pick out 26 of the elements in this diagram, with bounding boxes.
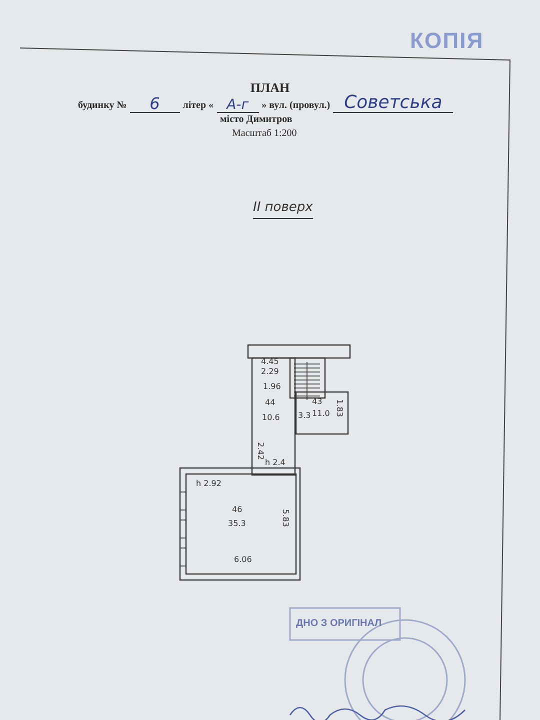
room-measurement: 10.6 (262, 414, 280, 422)
room-measurement: 46 (232, 506, 242, 514)
room-measurement: h 2.4 (265, 459, 286, 467)
room-measurement: 3.3 (298, 412, 311, 420)
form-text: літер « (182, 99, 214, 113)
stamp-text: ДНО З ОРИГІНАЛ (296, 617, 382, 631)
room-measurement: 1.96 (263, 383, 281, 391)
handwritten-entry: 6 (130, 96, 180, 113)
plan-title: ПЛАН (249, 79, 291, 97)
handwritten-entry: А-г (216, 98, 259, 113)
city-text: місто Димитров (220, 113, 292, 127)
handwritten-entry: Советська (333, 94, 454, 113)
room-measurement: 11.0 (312, 410, 330, 418)
room-measurement: 1.83 (334, 399, 343, 417)
room-measurement: 6.06 (234, 556, 252, 564)
form-text: будинку № (78, 99, 127, 113)
room-measurement: 5.83 (280, 509, 289, 527)
room-measurement: 44 (265, 399, 276, 407)
room-measurement: h 2.92 (196, 480, 222, 488)
scale-text: Масштаб 1:200 (232, 127, 297, 141)
room-measurement: 35.3 (228, 520, 246, 528)
floor-heading: II поверх (253, 198, 313, 218)
form-text: » вул. (провул.) (262, 99, 330, 113)
room-measurement: 2.29 (261, 368, 279, 376)
room-measurement: 2.42 (256, 442, 264, 460)
stamp-text: КОПІЯ (410, 27, 484, 55)
